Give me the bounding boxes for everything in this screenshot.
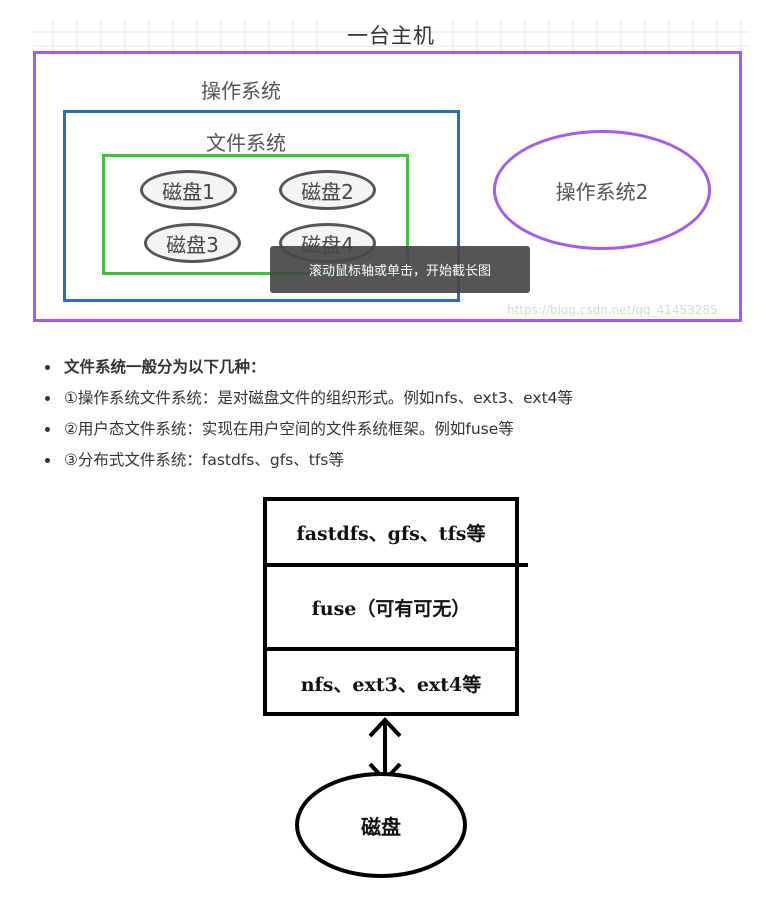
disk-group-box bbox=[102, 154, 409, 275]
layer-userspace: fuse（可有可无） bbox=[311, 597, 471, 620]
host-title: 一台主机 bbox=[347, 24, 435, 48]
layer-os: nfs、ext3、ext4等 bbox=[300, 674, 482, 696]
disk-3: 磁盘3 bbox=[144, 223, 241, 263]
layer-distributed: fastdfs、gfs、tfs等 bbox=[296, 523, 486, 545]
disk-2: 磁盘2 bbox=[279, 170, 376, 210]
filesystem-types-list: 文件系统一般分为以下几种： ①操作系统文件系统：是对磁盘文件的组织形式。例如nf… bbox=[40, 352, 740, 476]
filesystem-label: 文件系统 bbox=[206, 131, 286, 155]
filesystem-box bbox=[63, 110, 460, 302]
list-item: ③分布式文件系统：fastdfs、gfs、tfs等 bbox=[40, 445, 740, 476]
disk-ellipse: 磁盘 bbox=[295, 772, 467, 878]
os-label: 操作系统 bbox=[201, 79, 281, 103]
layer-divider bbox=[263, 563, 528, 567]
os2-ellipse: 操作系统2 bbox=[493, 130, 711, 250]
host-diagram: 一台主机 操作系统 文件系统 磁盘1 磁盘2 磁盘3 磁盘4 操作系统2 滚动鼠… bbox=[33, 20, 749, 330]
watermark: https://blog.csdn.net/qq_41453285 bbox=[507, 303, 718, 317]
screenshot-tooltip[interactable]: 滚动鼠标轴或单击，开始截长图 bbox=[270, 246, 530, 293]
host-box bbox=[33, 51, 742, 322]
list-item: 文件系统一般分为以下几种： bbox=[40, 352, 740, 383]
disk-1: 磁盘1 bbox=[140, 170, 237, 210]
list-item: ②用户态文件系统：实现在用户空间的文件系统框架。例如fuse等 bbox=[40, 414, 740, 445]
list-item: ①操作系统文件系统：是对磁盘文件的组织形式。例如nfs、ext3、ext4等 bbox=[40, 383, 740, 414]
layer-stack: fastdfs、gfs、tfs等 fuse（可有可无） nfs、ext3、ext… bbox=[263, 497, 528, 716]
grid-background bbox=[33, 20, 749, 55]
layer-divider bbox=[263, 647, 519, 651]
